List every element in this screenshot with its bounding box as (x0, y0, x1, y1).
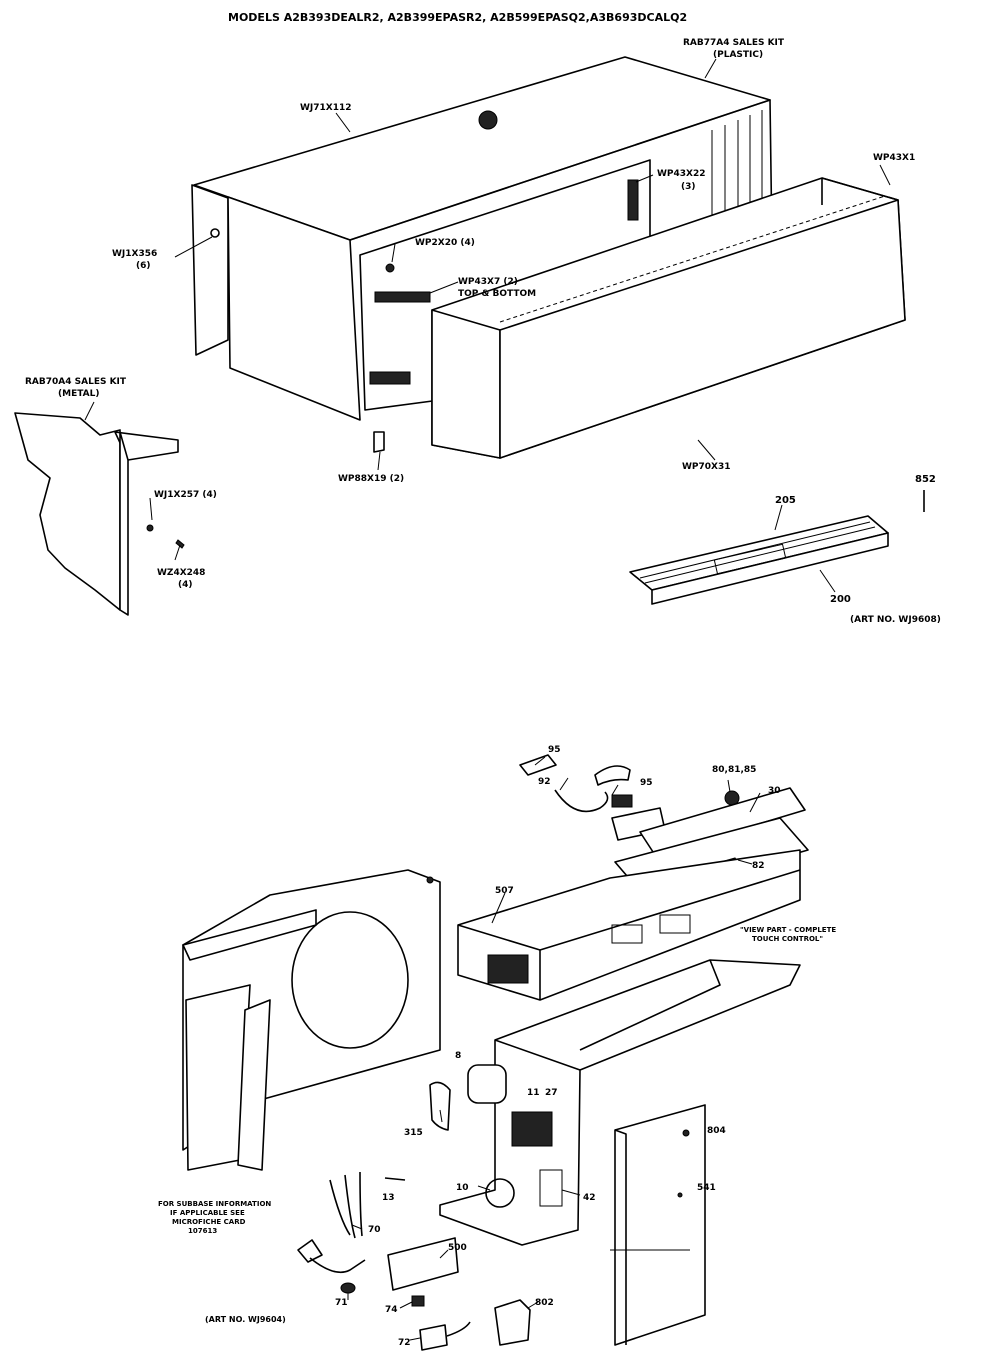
label-art-wj9604: (ART NO. WJ9604) (205, 1315, 286, 1324)
label-95: 95 (640, 778, 653, 788)
label-13: 13 (382, 1193, 395, 1203)
label-507: 507 (495, 886, 514, 896)
chassis-base (384, 959, 801, 1246)
control-components (457, 754, 809, 1001)
label-rab77a4: RAB77A4 SALES KIT (683, 38, 785, 48)
label-wj1x356-qty: (6) (136, 261, 151, 271)
label-wp43x7-sub: TOP & BOTTOM (458, 289, 536, 299)
label-8: 8 (455, 1051, 461, 1061)
label-wp43x22-qty: (3) (681, 182, 696, 192)
label-wj1x356: WJ1X356 (112, 249, 157, 259)
label-wp43x22: WP43X22 (657, 169, 706, 179)
label-10: 10 (456, 1183, 469, 1193)
label-804: 804 (707, 1126, 726, 1136)
label-subbase-2: IF APPLICABLE SEE (170, 1209, 245, 1217)
clip-wp88x19 (373, 431, 385, 453)
label-205: 205 (775, 495, 796, 506)
label-rab77a4-sub: (PLASTIC) (713, 50, 763, 60)
models-title: MODELS A2B393DEALR2, A2B399EPASR2, A2B59… (228, 11, 687, 24)
label-11: 11 (527, 1088, 540, 1098)
panel-541 (614, 1104, 706, 1346)
label-subbase-1: FOR SUBBASE INFORMATION (158, 1200, 271, 1208)
label-art-wj9608: (ART NO. WJ9608) (850, 615, 941, 625)
label-70: 70 (368, 1225, 381, 1235)
label-subbase-4: 107613 (188, 1227, 217, 1235)
label-wz4x248: WZ4X248 (157, 568, 205, 578)
label-wp70x31: WP70X31 (682, 462, 731, 472)
label-500: 500 (448, 1243, 467, 1253)
label-wp88x19: WP88X19 (2) (338, 474, 404, 484)
label-852: 852 (915, 474, 936, 485)
label-30: 30 (768, 786, 781, 796)
rail-assembly (629, 490, 925, 605)
label-wz4x248-qty: (4) (178, 580, 193, 590)
part-labels: RAB77A4 SALES KIT (PLASTIC) WJ71X112 WP4… (25, 38, 941, 1348)
label-27: 27 (545, 1088, 558, 1098)
harness-parts (297, 1171, 531, 1351)
label-wp43x1: WP43X1 (873, 153, 915, 163)
label-wp43x7: WP43X7 (2) (458, 277, 518, 287)
label-802: 802 (535, 1298, 554, 1308)
front-panel-wp70x31 (431, 177, 906, 459)
label-wj1x257: WJ1X257 (4) (154, 490, 217, 500)
label-92-top: 92 (538, 777, 551, 787)
label-82: 82 (752, 861, 765, 871)
label-74: 74 (385, 1305, 398, 1315)
label-200: 200 (830, 594, 851, 605)
label-80-81-85: 80,81,85 (712, 765, 756, 775)
label-315: 315 (404, 1128, 423, 1138)
label-subbase-3: MICROFICHE CARD (172, 1218, 246, 1226)
label-42: 42 (583, 1193, 596, 1203)
fan-shroud (182, 869, 441, 1171)
label-rab70a4-sub: (METAL) (58, 389, 99, 399)
leader-lines (84, 58, 891, 1341)
label-view-note-1: "VIEW PART - COMPLETE (740, 926, 836, 934)
label-view-note-2: TOUCH CONTROL" (752, 935, 823, 943)
label-wj71x112: WJ71X112 (300, 103, 352, 113)
label-72: 72 (398, 1338, 411, 1348)
label-71: 71 (335, 1298, 348, 1308)
label-541: 541 (697, 1183, 716, 1193)
label-rab70a4: RAB70A4 SALES KIT (25, 377, 127, 387)
label-95-top: 95 (548, 745, 561, 755)
metal-sales-kit (14, 412, 185, 616)
label-wp2x20: WP2X20 (4) (415, 238, 475, 248)
